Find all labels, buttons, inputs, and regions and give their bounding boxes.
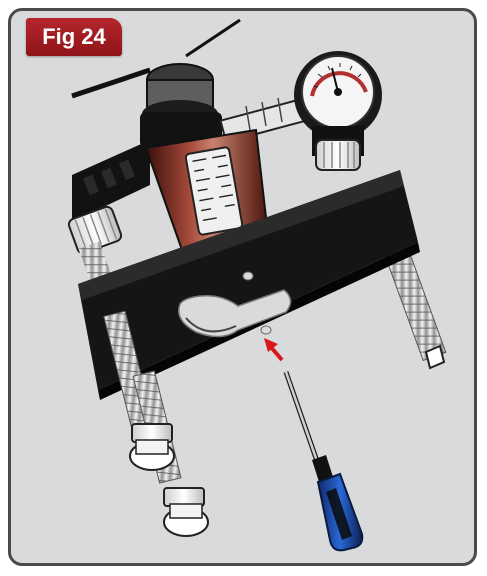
screwdriver-icon [286,372,362,550]
leveling-foot-left [130,424,174,470]
regulator-housing [140,64,222,148]
figure-label: Fig 24 [42,24,106,50]
leveling-foot-right [164,488,208,536]
gauge-knob [316,140,360,170]
red-arrow-icon [264,338,282,360]
figure-label-badge: Fig 24 [26,18,122,56]
